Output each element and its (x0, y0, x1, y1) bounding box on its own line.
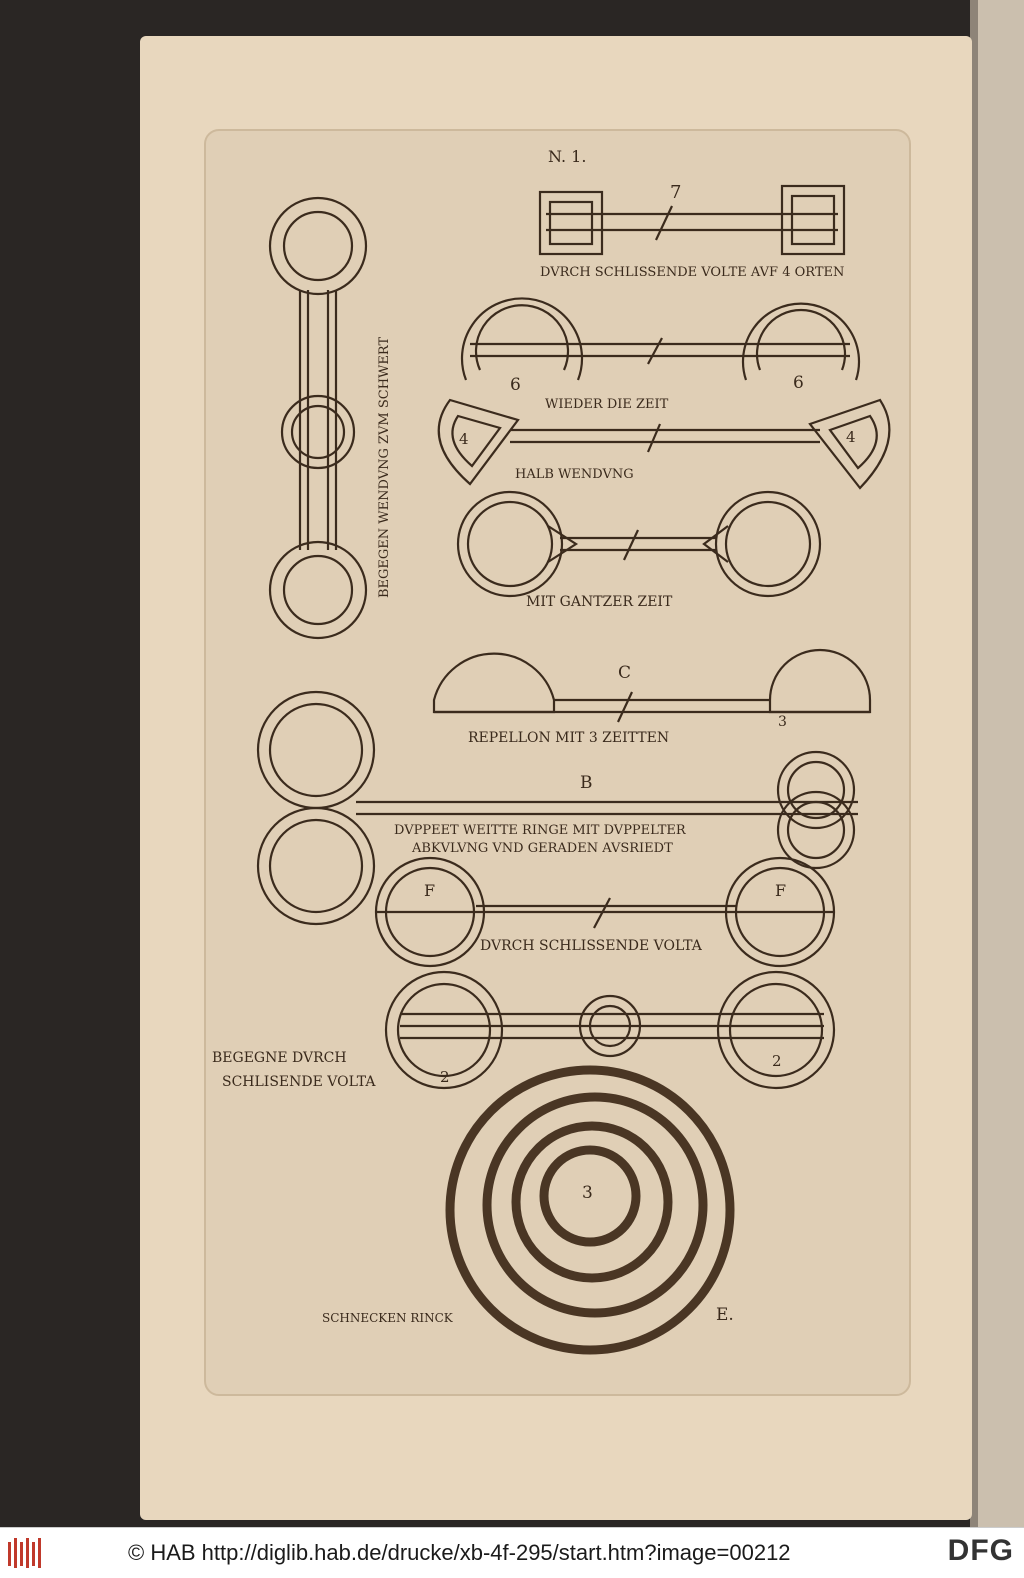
figure-begegne-volta (384, 970, 836, 1090)
book-page-scan: N. 1. DVRCH SCHLISSENDE VOLTE AVF 4 ORTE… (140, 0, 1024, 1527)
figure-repellon (432, 648, 872, 723)
copyright-link[interactable]: © HAB http://diglib.hab.de/drucke/xb-4f-… (128, 1540, 791, 1565)
plate-labels: N. 1. DVRCH SCHLISSENDE VOLTE AVF 4 ORTE… (212, 147, 856, 1325)
caption-volte-4-orten: DVRCH SCHLISSENDE VOLTE AVF 4 ORTEN (540, 265, 844, 280)
caption-vertical: BEGEGEN WENDVNG ZVM SCHWERT (377, 337, 392, 598)
footer-bar: © HAB http://diglib.hab.de/drucke/xb-4f-… (0, 1527, 1024, 1578)
mark-f-right: F (775, 881, 786, 900)
mark-six-right: 6 (793, 373, 804, 393)
caption-begegne-line1: BEGEGNE DVRCH (212, 1050, 347, 1066)
plate-number: N. 1. (548, 147, 586, 166)
figure-wieder-die-zeit (460, 297, 861, 381)
mark-two-right: 2 (772, 1052, 782, 1070)
figures (256, 184, 891, 1355)
caption-dupplet-line2: ABKVLVNG VND GERADEN AVSRIEDT (411, 841, 673, 856)
figure-vertical-wendung (268, 196, 368, 640)
figure-volte-4-orten (538, 184, 846, 256)
caption-dupplet-line1: DVPPEET WEITTE RINGE MIT DVPPELTER (394, 823, 687, 838)
figure-schnecken-rinck (445, 1065, 735, 1355)
mark-spiral-center: 3 (582, 1183, 593, 1203)
caption-repellon: REPELLON MIT 3 ZEITTEN (468, 730, 669, 746)
mark-seven: 7 (670, 182, 681, 203)
mark-two-left: 2 (440, 1068, 450, 1086)
figure-dupplet-weitte-ringe (256, 690, 858, 926)
mark-four-right: 4 (846, 428, 856, 446)
mark-b: B (580, 773, 593, 793)
caption-durch-volta: DVRCH SCHLISSENDE VOLTA (480, 938, 703, 954)
figure-mit-gantzer-zeit (456, 490, 822, 598)
caption-wieder-die-zeit: WIEDER DIE ZEIT (545, 397, 669, 412)
mark-c: C (618, 663, 631, 683)
mark-six-left: 6 (510, 375, 521, 395)
figure-durch-schlissende-volta (374, 856, 836, 968)
dfg-logo: DFG (947, 1534, 1014, 1567)
mark-f-left: F (424, 881, 435, 900)
library-logo-icon (8, 1538, 41, 1568)
caption-schnecken-rinck: SCHNECKEN RINCK (322, 1311, 454, 1325)
figure-halb-wendung (437, 398, 891, 490)
plate-impression (204, 129, 911, 1396)
mark-e: E. (716, 1305, 734, 1325)
caption-begegne-line2: SCHLISENDE VOLTA (222, 1074, 376, 1090)
caption-halb-wendung: HALB WENDVNG (515, 467, 634, 482)
caption-mit-gantzer-zeit: MIT GANTZER ZEIT (526, 594, 673, 610)
mark-three: 3 (778, 714, 787, 730)
facing-page-edge (975, 0, 1024, 1527)
mark-four-left: 4 (459, 430, 469, 448)
